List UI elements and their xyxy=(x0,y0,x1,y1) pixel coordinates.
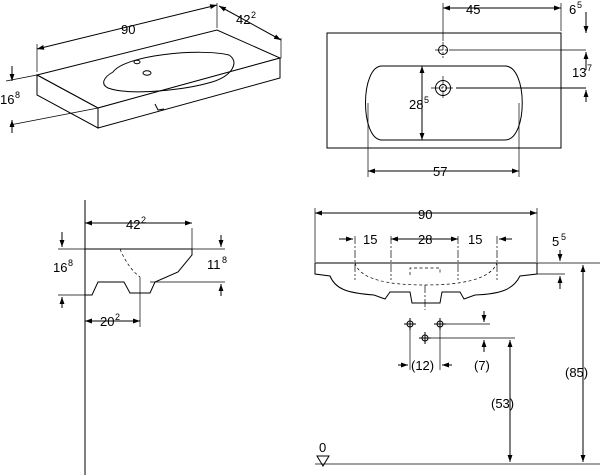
top-view xyxy=(326,3,589,177)
iso-basin-outline xyxy=(103,51,235,93)
front-spacing-12-label: (12) xyxy=(411,358,434,373)
iso-tap-hole xyxy=(133,59,141,65)
top-tap-offset-label: 45 xyxy=(466,2,480,17)
top-drain-offset-label: 13 xyxy=(572,65,586,80)
top-basin-outline xyxy=(365,65,523,141)
iso-height-label: 16 xyxy=(0,92,14,107)
front-rim-label: 5 xyxy=(552,234,559,249)
side-hidden-bowl xyxy=(119,248,141,278)
iso-height-sup: 8 xyxy=(15,90,20,100)
isometric-view xyxy=(5,3,282,133)
front-hole-left-label: 15 xyxy=(363,232,377,247)
iso-front-face xyxy=(97,57,281,129)
front-hidden-drain xyxy=(409,267,441,275)
top-basin-width-label: 57 xyxy=(433,164,447,179)
side-height-right-sup: 8 xyxy=(222,255,227,265)
front-hole-middle-label: 28 xyxy=(418,232,432,247)
front-spacing-7-label: (7) xyxy=(474,358,490,373)
side-height-right-label: 11 xyxy=(207,257,221,272)
front-height-85-label: (85) xyxy=(565,365,588,380)
iso-width-label: 90 xyxy=(121,22,135,37)
iso-depth-sup: 2 xyxy=(251,10,256,20)
top-basin-depth-label: 28 xyxy=(409,97,423,112)
iso-depth-dimension xyxy=(218,5,282,41)
floor-level-symbol xyxy=(316,455,330,467)
top-drain-offset-sup: 7 xyxy=(587,63,592,73)
front-tap-connection-symbols xyxy=(404,318,446,344)
top-tap-edge-sup: 5 xyxy=(577,0,582,10)
iso-drain xyxy=(142,70,152,76)
top-basin-depth-sup: 5 xyxy=(424,95,429,105)
side-basin-profile xyxy=(84,248,193,296)
side-height-left-label: 16 xyxy=(53,260,67,275)
iso-width-dimension xyxy=(36,4,218,50)
front-height-53-label: (53) xyxy=(491,396,514,411)
front-basin-profile xyxy=(314,262,538,304)
iso-overflow xyxy=(154,103,165,111)
side-drain-distance-label: 20 xyxy=(100,314,114,329)
side-depth-sup: 2 xyxy=(141,215,146,225)
iso-depth-label: 42 xyxy=(236,12,250,27)
side-drain-distance-sup: 2 xyxy=(115,312,120,322)
floor-level-label: 0 xyxy=(319,440,326,455)
side-view xyxy=(58,200,225,475)
front-hole-right-label: 15 xyxy=(468,232,482,247)
front-view xyxy=(314,208,600,467)
side-height-left-sup: 8 xyxy=(68,258,73,268)
front-rim-sup: 5 xyxy=(561,232,566,242)
side-depth-label: 42 xyxy=(126,217,140,232)
front-width-label: 90 xyxy=(418,207,432,222)
top-outline xyxy=(326,32,562,149)
top-tap-edge-label: 6 xyxy=(569,2,576,17)
